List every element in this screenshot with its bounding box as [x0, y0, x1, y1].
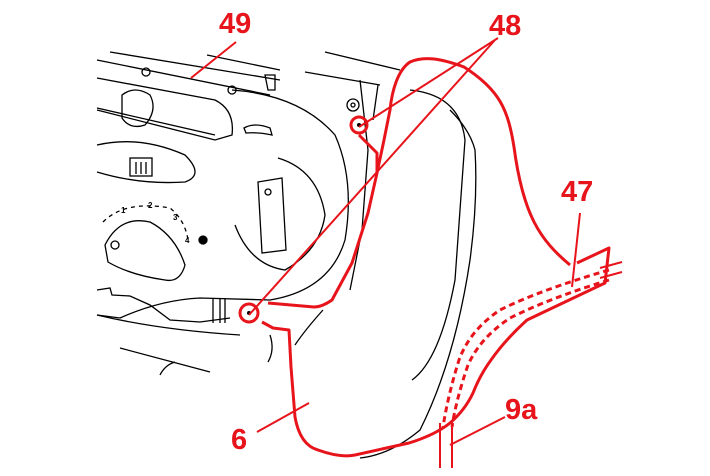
callout-9a: 9a [505, 394, 538, 426]
rear-defrost-button [96, 141, 196, 184]
temperature-arc [234, 157, 326, 271]
dial-number-2: 2 [148, 201, 153, 210]
dial-number-3: 3 [173, 213, 178, 222]
dial-number-1: 1 [121, 206, 126, 215]
trim-panel-outline [238, 57, 623, 468]
trim-dashed-edge-2 [450, 278, 610, 428]
callout-48: 48 [489, 10, 522, 42]
dial-number-4: 4 [185, 236, 190, 245]
trim-dashed-edge-1 [441, 268, 610, 428]
rear-defrost-icon [129, 157, 153, 177]
panel-inner-edge [409, 89, 466, 381]
temperature-knob [257, 177, 287, 254]
vent-knob [121, 89, 154, 128]
callout-49: 49 [219, 8, 252, 40]
leader-lines [190, 37, 581, 446]
lower-screw-icon [238, 302, 260, 324]
upper-screw-icon [349, 115, 369, 135]
fan-speed-knob [104, 220, 186, 282]
callout-6: 6 [231, 424, 248, 456]
callout-47: 47 [561, 176, 594, 208]
dashboard-linework [96, 51, 477, 459]
fan-icon [198, 235, 208, 245]
